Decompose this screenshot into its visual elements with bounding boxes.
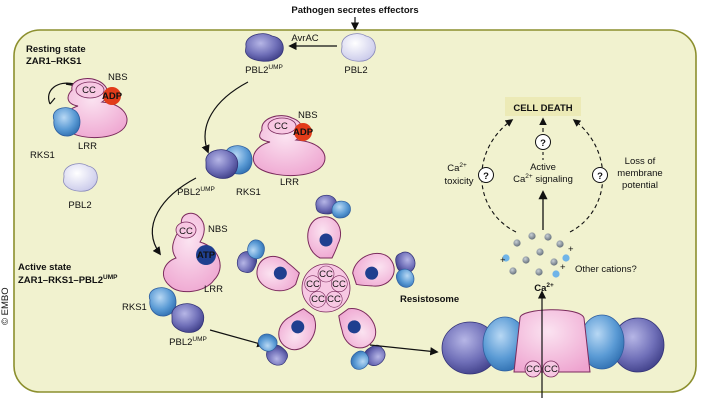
intermediate-complex <box>205 115 326 179</box>
membrane-channel <box>441 309 665 378</box>
question-circle-left <box>478 167 494 183</box>
intermediate-rks1-label: RKS1 <box>236 187 261 198</box>
copyright: © EMBO <box>0 287 11 325</box>
intermediate-cc-label: CC <box>274 121 288 132</box>
resistosome-cc-2: CC <box>332 279 346 290</box>
cell-death-label: CELL DEATH <box>513 103 572 114</box>
resistosome-cc-4: CC <box>311 294 325 305</box>
active-pbl2-label: PBL2UMP <box>169 336 207 348</box>
pbl2-protein-top <box>341 33 376 62</box>
avrac-label: AvrAC <box>291 33 318 44</box>
pbl2-protein-resting <box>63 163 98 192</box>
resting-zar1-complex <box>48 77 128 138</box>
active-state-label: Active state <box>18 262 71 273</box>
active-signaling-label-1: Active <box>530 162 556 173</box>
ion-plus-3: + <box>560 262 566 273</box>
question-circle-center <box>535 134 551 150</box>
question-mark-right: ? <box>597 171 603 182</box>
active-signaling-label-2: Ca2+ signaling <box>513 173 573 185</box>
active-cc-label: CC <box>179 226 193 237</box>
intermediate-nbs-label: NBS <box>298 110 318 121</box>
active-nbs-label: NBS <box>208 224 228 235</box>
membrane-insertion-arrow <box>369 344 439 356</box>
membrane-potential-label-1: Loss of <box>625 156 656 167</box>
active-atp-label: ATP <box>197 250 216 261</box>
resting-nbs-label: NBS <box>108 72 128 83</box>
resting-adp-label: ADP <box>102 91 123 102</box>
intermediate-adp-label: ADP <box>293 127 314 138</box>
pbl2-label-top: PBL2 <box>344 65 367 76</box>
active-rks1-label: RKS1 <box>122 302 147 313</box>
active-zar1-complex <box>148 212 221 333</box>
question-mark-center: ? <box>540 138 546 149</box>
question-mark-left: ? <box>483 171 489 182</box>
pbl2-ump-protein-top <box>245 33 284 62</box>
resistosome-cc-3: CC <box>327 294 341 305</box>
ca-toxicity-label: Ca2+ <box>447 162 467 174</box>
resting-state-label: Resting state <box>26 44 86 55</box>
ca-toxicity-label-2: toxicity <box>444 176 473 187</box>
resistosome <box>231 194 423 378</box>
channel-cc-1: CC <box>526 364 540 375</box>
channel-cc-2: CC <box>544 364 558 375</box>
calcium-label: Ca2+ <box>534 282 554 294</box>
oligomerization-arrow <box>209 329 266 348</box>
pbl2-ump-label-top: PBL2UMP <box>245 64 283 76</box>
ion-cloud <box>502 232 570 278</box>
ion-plus-1: + <box>568 244 574 255</box>
binding-arrow <box>201 81 249 154</box>
other-cations-label: Other cations? <box>575 264 637 275</box>
resting-cc-label: CC <box>82 85 96 96</box>
resting-state-complex: ZAR1–RKS1 <box>26 56 82 67</box>
intermediate-pbl2-label: PBL2UMP <box>177 186 215 198</box>
resistosome-cc-1: CC <box>319 269 333 280</box>
membrane-potential-label-2: membrane <box>617 168 662 179</box>
ion-plus-2: + <box>500 255 506 266</box>
cell-death-box <box>505 97 581 116</box>
resting-lrr-label: LRR <box>78 141 97 152</box>
pathogen-title: Pathogen secretes effectors <box>291 5 418 16</box>
resting-rks1-label: RKS1 <box>30 150 55 161</box>
intermediate-lrr-label: LRR <box>280 177 299 188</box>
resistosome-label: Resistosome <box>400 294 459 305</box>
question-circle-right <box>592 167 608 183</box>
activation-arrow <box>151 177 197 256</box>
resistosome-cc-5: CC <box>306 279 320 290</box>
pbl2-label-resting: PBL2 <box>68 200 91 211</box>
membrane-potential-label-3: potential <box>622 180 658 191</box>
active-lrr-label: LRR <box>204 284 223 295</box>
active-state-complex: ZAR1–RKS1–PBL2UMP <box>18 274 118 286</box>
